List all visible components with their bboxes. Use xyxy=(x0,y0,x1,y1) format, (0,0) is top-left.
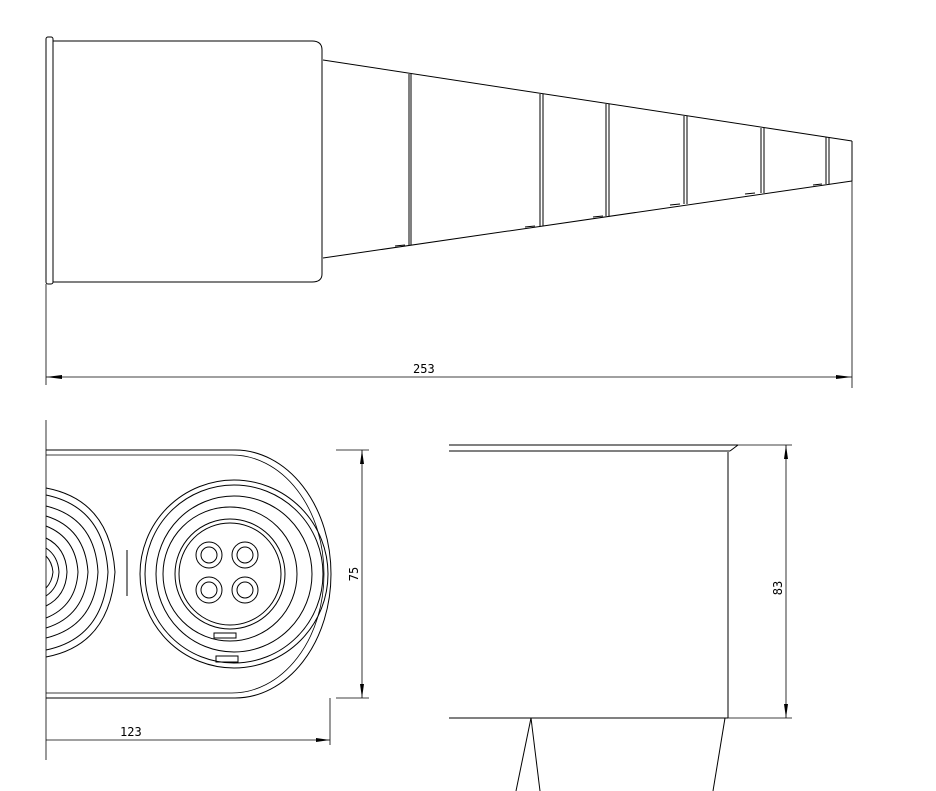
top-view: 253 xyxy=(45,36,853,388)
dimension-123-label: 123 xyxy=(120,725,142,739)
dimension-75-label: 75 xyxy=(347,567,361,581)
cylinder-body xyxy=(45,36,323,285)
end-view: 75 123 xyxy=(45,420,369,760)
dimension-83-label: 83 xyxy=(771,581,785,595)
cone-ring-5 xyxy=(760,128,765,193)
tapered-cone xyxy=(322,59,853,259)
pin-hole xyxy=(231,541,259,569)
height-dimension-75: 75 xyxy=(336,449,369,699)
cone-ring-2 xyxy=(539,94,544,226)
pin-hole xyxy=(195,576,223,604)
cone-ring-1 xyxy=(408,74,412,245)
length-dimension: 253 xyxy=(45,181,853,388)
pin-hole xyxy=(231,576,259,604)
side-view: 83 xyxy=(449,444,792,791)
cone-ring-6 xyxy=(825,137,830,184)
cone-ring-4 xyxy=(683,116,688,204)
left-nozzle-partial xyxy=(45,487,128,658)
height-dimension-83: 83 xyxy=(728,444,792,719)
socket-connector xyxy=(139,479,329,669)
dimension-253-label: 253 xyxy=(413,362,435,376)
cone-ring-ticks xyxy=(394,183,823,247)
width-dimension-123: 123 xyxy=(46,698,331,745)
side-legs xyxy=(515,717,726,791)
oval-outline xyxy=(45,420,332,760)
pin-hole xyxy=(195,541,223,569)
socket-pins xyxy=(195,541,259,604)
side-body xyxy=(449,444,739,719)
cone-ring-3 xyxy=(605,104,610,216)
